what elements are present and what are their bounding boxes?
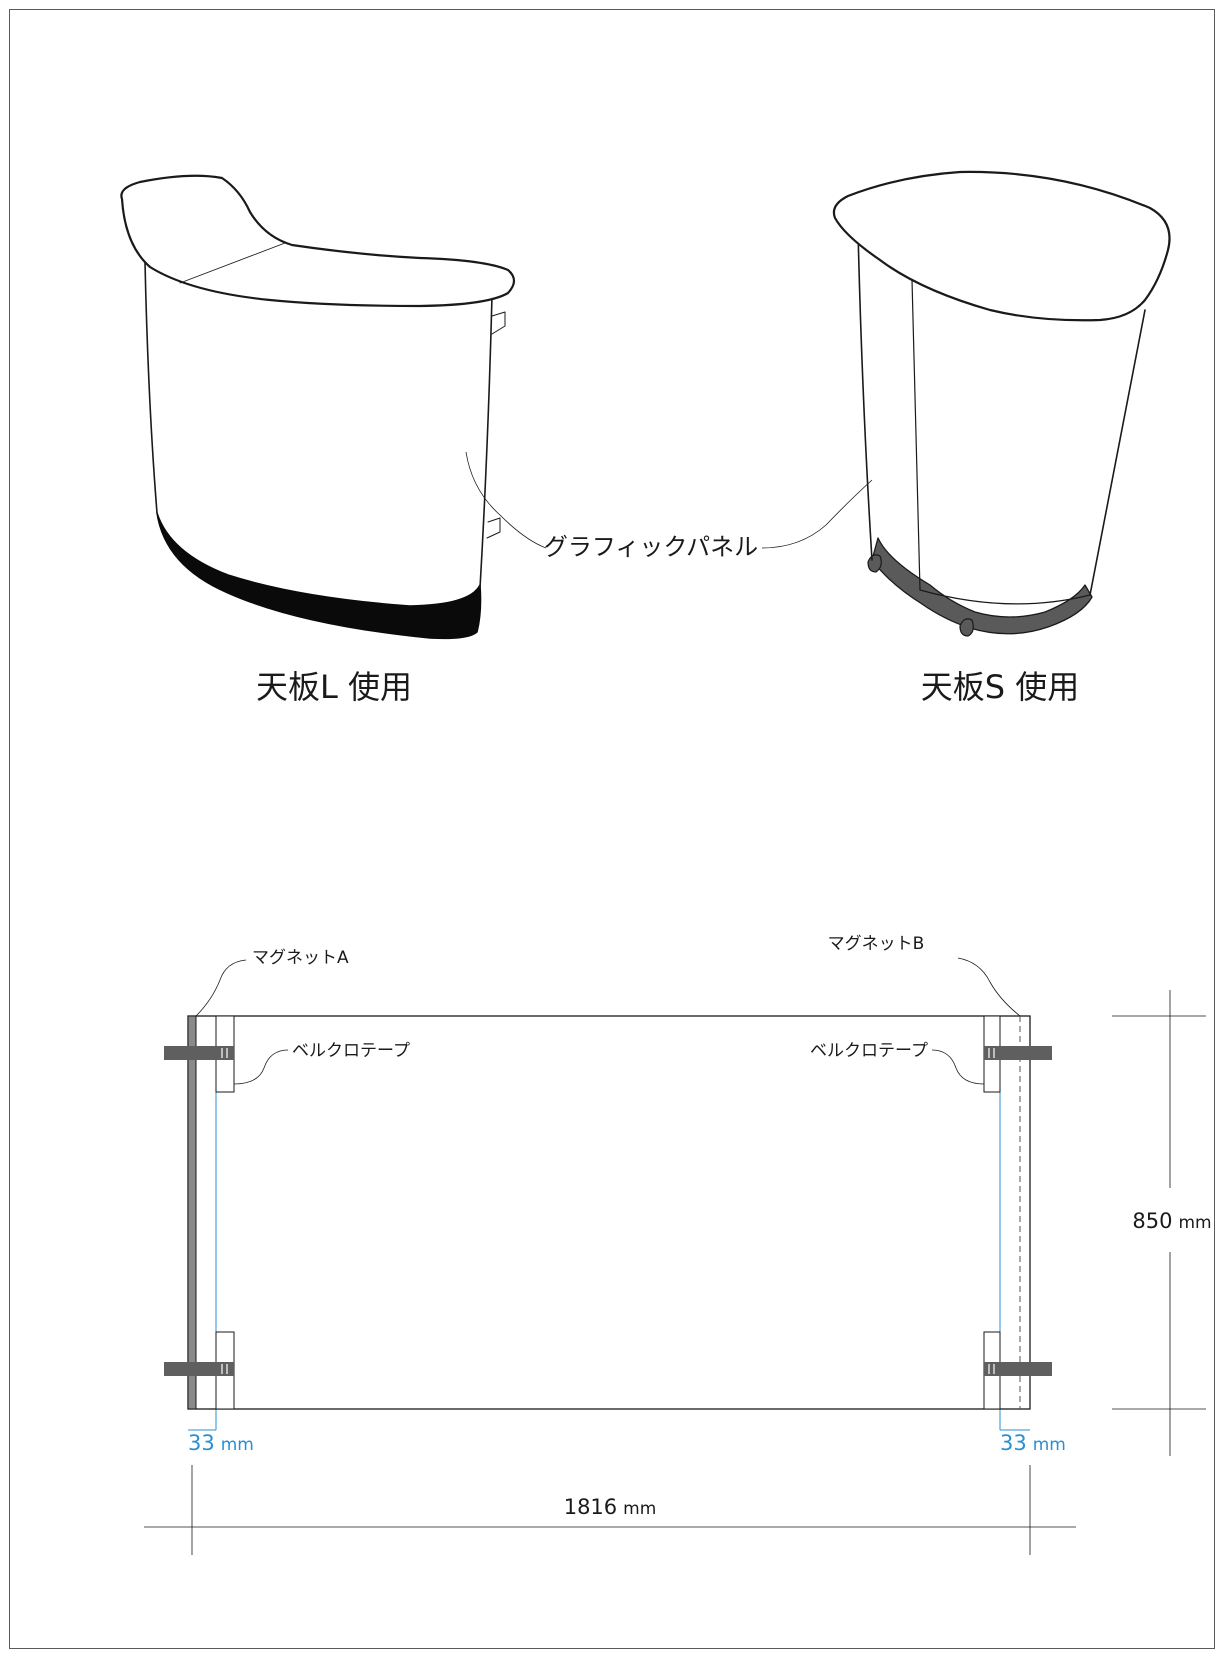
counter-s-base-foot-right <box>959 618 974 637</box>
velcro-right-label: ベルクロテープ <box>810 1041 928 1061</box>
counter-s-bottom-curve <box>919 589 1091 605</box>
panel-outline <box>187 1015 1031 1410</box>
counter-small-top-illustration <box>832 170 1171 637</box>
counter-s-right-side <box>1089 309 1146 596</box>
counter-l-right-side <box>479 295 493 589</box>
magnet-a-strip <box>187 1015 197 1410</box>
counter-s-left-side <box>857 229 873 561</box>
counter-s-top <box>832 170 1171 322</box>
magnet-a-label: マグネットA <box>252 948 349 968</box>
graphic-panel-callouts <box>465 451 873 549</box>
callout-right <box>761 479 873 549</box>
counter-s-base-foot-left <box>867 554 882 573</box>
counter-l-base-band <box>156 512 482 640</box>
counter-large-top-illustration <box>120 174 516 640</box>
magnet-b-label: マグネットB <box>828 934 925 954</box>
counter-l-clip-upper <box>491 311 506 335</box>
strap-left-top <box>164 1046 234 1060</box>
strap-ticks <box>221 1048 995 1374</box>
caption-large-top: 天板L 使用 <box>256 668 412 706</box>
counter-l-clip-lower <box>486 517 501 539</box>
velcro-left-label: ベルクロテープ <box>292 1041 410 1061</box>
counter-l-top <box>120 174 516 308</box>
magnet-b-callout <box>957 957 1021 1017</box>
counter-s-front-edge <box>911 279 921 591</box>
velcro-right-callout <box>931 1049 985 1085</box>
velcro-left-callout <box>233 1049 289 1085</box>
magnet-a-callout <box>195 959 247 1017</box>
callout-left <box>465 451 547 549</box>
strap-right-bottom <box>984 1362 1052 1376</box>
caption-small-top: 天板S 使用 <box>921 668 1080 706</box>
sheet-border <box>9 9 1215 1649</box>
strap-right-top <box>984 1046 1052 1060</box>
graphic-panel-label: グラフィックパネル <box>544 533 758 561</box>
flat-panel-drawing <box>144 957 1206 1555</box>
strap-left-bottom <box>164 1362 234 1376</box>
counter-s-base-strap <box>871 537 1093 635</box>
counter-l-top-seam <box>179 242 286 284</box>
counter-l-left-side <box>144 261 158 514</box>
